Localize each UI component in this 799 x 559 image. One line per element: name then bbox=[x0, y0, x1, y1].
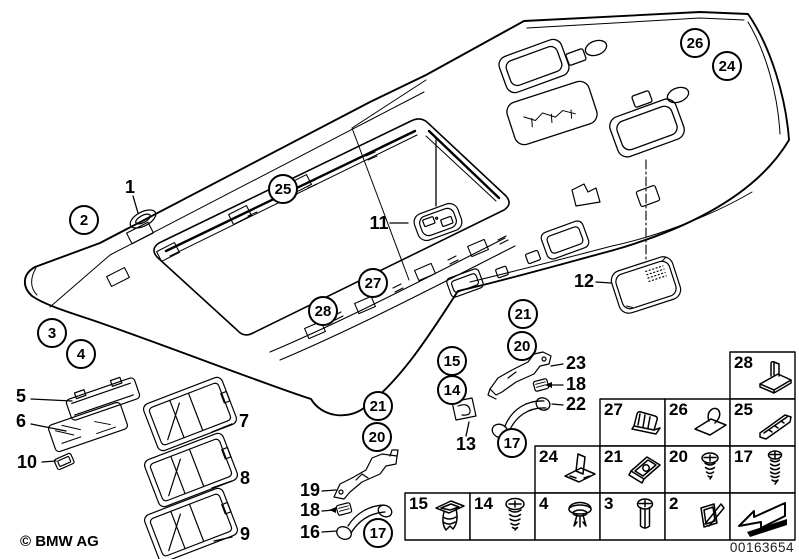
rear-cover-part-12 bbox=[610, 256, 682, 314]
clip-part-13 bbox=[451, 397, 477, 421]
balloon-callout-20-14[interactable]: 20 bbox=[362, 422, 392, 452]
expansion-rivet-icon bbox=[435, 500, 465, 531]
fastener-cell-number: 20 bbox=[669, 447, 688, 466]
pan-head-screw-icon bbox=[701, 452, 719, 480]
fastener-cell-number: 3 bbox=[604, 494, 614, 513]
document-number: 00163654 bbox=[729, 540, 794, 555]
fastener-cell-20[interactable]: 20 bbox=[665, 446, 730, 493]
balloon-callout-3-6[interactable]: 3 bbox=[37, 318, 67, 348]
balloon-callout-17-15[interactable]: 17 bbox=[363, 518, 393, 548]
fastener-cell-4[interactable]: 4 bbox=[535, 493, 600, 540]
label-callout-18-14[interactable]: 18 bbox=[299, 500, 321, 520]
balloon-callout-27-4[interactable]: 27 bbox=[358, 268, 388, 298]
label-callout-19-13[interactable]: 19 bbox=[299, 480, 321, 500]
module-tray-part-8 bbox=[143, 432, 239, 508]
speed-nut-icon bbox=[628, 456, 661, 484]
label-callout-22-11[interactable]: 22 bbox=[565, 394, 587, 414]
clip-part-18-lower bbox=[335, 502, 353, 516]
rear-panel-openings bbox=[446, 38, 690, 298]
balloon-callout-2-0[interactable]: 2 bbox=[69, 205, 99, 235]
fastener-cell-14[interactable]: 14 bbox=[470, 493, 535, 540]
balloon-callout-21-8[interactable]: 21 bbox=[508, 299, 538, 329]
balloon-callout-20-9[interactable]: 20 bbox=[507, 331, 537, 361]
balloon-callout-25-1[interactable]: 25 bbox=[268, 174, 298, 204]
clip-part-18-upper bbox=[532, 378, 550, 392]
bracket-part-23 bbox=[487, 351, 552, 400]
label-callout-6-4[interactable]: 6 bbox=[15, 411, 27, 431]
long-screw-icon bbox=[767, 450, 783, 485]
label-callout-11-1[interactable]: 11 bbox=[369, 213, 389, 233]
fastener-cell-number: 15 bbox=[409, 494, 428, 513]
balloon-callout-26-2[interactable]: 26 bbox=[680, 28, 710, 58]
balloon-callout-14-11[interactable]: 14 bbox=[437, 375, 467, 405]
label-callout-16-15[interactable]: 16 bbox=[299, 522, 321, 542]
label-callout-12-2[interactable]: 12 bbox=[573, 271, 595, 291]
fastener-cell-21[interactable]: 21 bbox=[600, 446, 665, 493]
cover-part-5 bbox=[65, 376, 141, 421]
fastener-cell-number: 25 bbox=[734, 400, 753, 419]
balloon-callout-28-5[interactable]: 28 bbox=[308, 296, 338, 326]
label-callout-10-5[interactable]: 10 bbox=[16, 452, 38, 472]
balloon-callout-21-13[interactable]: 21 bbox=[363, 391, 393, 421]
label-callout-23-9[interactable]: 23 bbox=[565, 353, 587, 373]
fastener-cell-2[interactable]: 2 bbox=[665, 493, 730, 540]
rail-bracket-icon bbox=[759, 414, 792, 440]
module-tray-part-7 bbox=[142, 376, 238, 452]
fastener-cell-26[interactable]: 26 bbox=[665, 399, 730, 446]
fastener-cell-3[interactable]: 3 bbox=[600, 493, 665, 540]
balloon-callout-17-12[interactable]: 17 bbox=[497, 428, 527, 458]
headliner-panel bbox=[23, 11, 790, 417]
balloon-callout-24-3[interactable]: 24 bbox=[712, 51, 742, 81]
label-callout-5-3[interactable]: 5 bbox=[15, 386, 27, 406]
fastener-cell-number: 26 bbox=[669, 400, 688, 419]
fastener-cell-number: 21 bbox=[604, 447, 623, 466]
label-callout-7-6[interactable]: 7 bbox=[238, 411, 250, 431]
fastener-cell-number: 2 bbox=[669, 494, 679, 513]
edge-clip-icon bbox=[700, 503, 725, 528]
retainer-bracket-icon bbox=[759, 361, 792, 394]
plug-part-10 bbox=[53, 452, 75, 471]
tapping-screw-icon bbox=[505, 497, 525, 531]
bracket-part-19 bbox=[333, 449, 399, 500]
fastener-table-borders bbox=[404, 351, 796, 541]
fastener-cell-24[interactable]: 24 bbox=[535, 446, 600, 493]
fastener-cell-number: 27 bbox=[604, 400, 623, 419]
fastener-cell-25[interactable]: 25 bbox=[730, 399, 795, 446]
continuation-arrow-icon bbox=[738, 502, 787, 537]
module-tray-part-9 bbox=[143, 487, 239, 559]
bracket-part-1 bbox=[129, 209, 157, 229]
fastener-cell-number: 28 bbox=[734, 353, 753, 372]
fastener-cell-17[interactable]: 17 bbox=[730, 446, 795, 493]
fastener-cell-15[interactable]: 15 bbox=[405, 493, 470, 540]
copyright-notice: © BMW AG bbox=[20, 533, 99, 550]
cheese-head-screw-icon bbox=[636, 498, 654, 529]
spring-clip-icon bbox=[694, 407, 727, 436]
fastener-cell-number: 14 bbox=[474, 494, 493, 513]
fastener-cell-number: 4 bbox=[539, 494, 549, 513]
dome-rivet-icon bbox=[568, 501, 592, 528]
fastener-cell-number: 24 bbox=[539, 447, 558, 466]
balloon-callout-15-10[interactable]: 15 bbox=[437, 346, 467, 376]
cable-clip-icon bbox=[631, 411, 661, 435]
sunroof-opening bbox=[153, 118, 510, 336]
roof-rail-band bbox=[269, 235, 516, 361]
fastener-cell-number: 17 bbox=[734, 447, 753, 466]
grab-handle-part-16 bbox=[336, 504, 393, 540]
label-callout-9-8[interactable]: 9 bbox=[239, 524, 251, 544]
label-callout-18-10[interactable]: 18 bbox=[565, 374, 587, 394]
balloon-callout-4-7[interactable]: 4 bbox=[66, 339, 96, 369]
label-callout-13-12[interactable]: 13 bbox=[455, 434, 477, 454]
label-callout-1-0[interactable]: 1 bbox=[124, 177, 136, 197]
wedge-clip-icon bbox=[564, 453, 596, 483]
fastener-cell-28[interactable]: 28 bbox=[730, 352, 795, 399]
fastener-cell-27[interactable]: 27 bbox=[600, 399, 665, 446]
front-band-details bbox=[106, 174, 312, 287]
interior-lamp-part-11 bbox=[413, 202, 463, 242]
cover-part-6 bbox=[47, 401, 129, 453]
label-callout-8-7[interactable]: 8 bbox=[239, 468, 251, 488]
fastener-cell-arrow[interactable] bbox=[730, 493, 795, 540]
